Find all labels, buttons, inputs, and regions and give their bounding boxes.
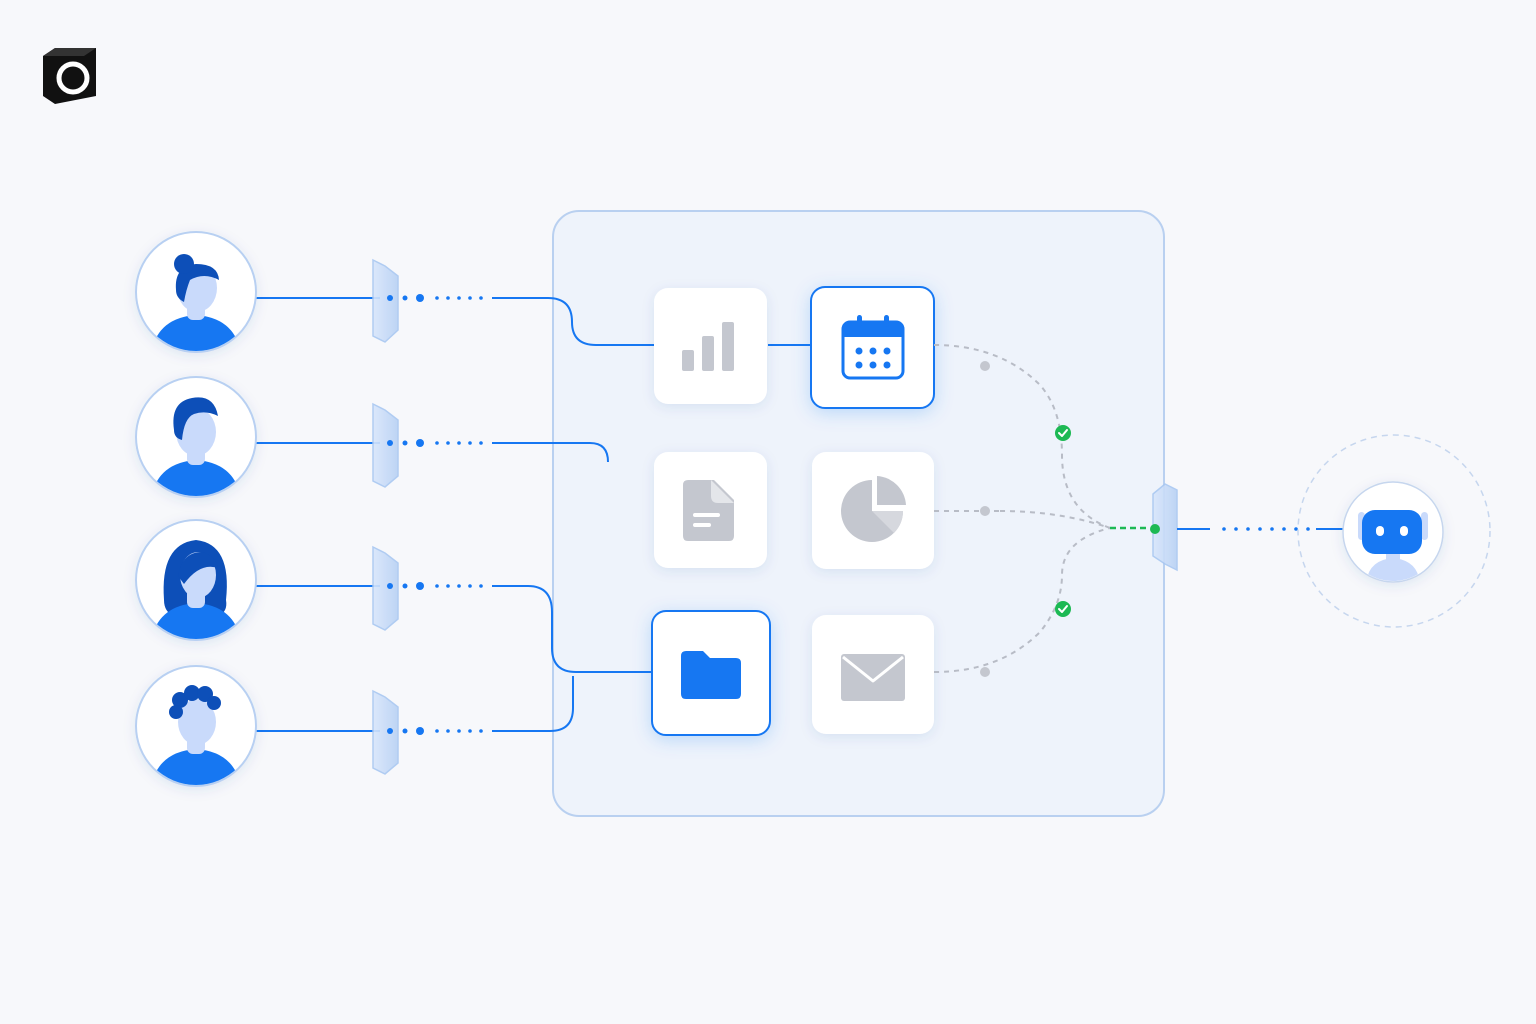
- robot-agent-icon[interactable]: [1342, 481, 1444, 584]
- user-avatars: [135, 231, 257, 794]
- woman-long-hair-avatar-icon[interactable]: [135, 519, 257, 648]
- check-circle-icon: [1055, 425, 1071, 441]
- woman-bun-avatar-icon[interactable]: [135, 231, 257, 360]
- agent-orbit: [1297, 434, 1491, 628]
- output-gate: [1150, 483, 1178, 572]
- document-icon[interactable]: [654, 452, 767, 568]
- access-gates: [372, 258, 399, 775]
- gate-3: [372, 545, 399, 631]
- gate-4: [372, 689, 399, 775]
- gate-1: [372, 258, 399, 343]
- man-curly-hair-avatar-icon[interactable]: [135, 665, 257, 794]
- gate-2: [372, 402, 399, 488]
- pie-chart-icon[interactable]: [812, 452, 934, 569]
- user-connectors: [256, 294, 812, 735]
- output-nodes: [980, 361, 990, 677]
- check-circle-icon: [1055, 601, 1071, 617]
- folder-icon[interactable]: [651, 610, 771, 736]
- agent-connector: [1222, 527, 1310, 531]
- mail-icon[interactable]: [812, 615, 934, 734]
- resource-tiles: [651, 286, 935, 736]
- man-avatar-icon[interactable]: [135, 376, 257, 505]
- cube-logo-icon: [43, 48, 96, 104]
- calendar-icon[interactable]: [810, 286, 935, 409]
- bar-chart-icon[interactable]: [654, 288, 767, 404]
